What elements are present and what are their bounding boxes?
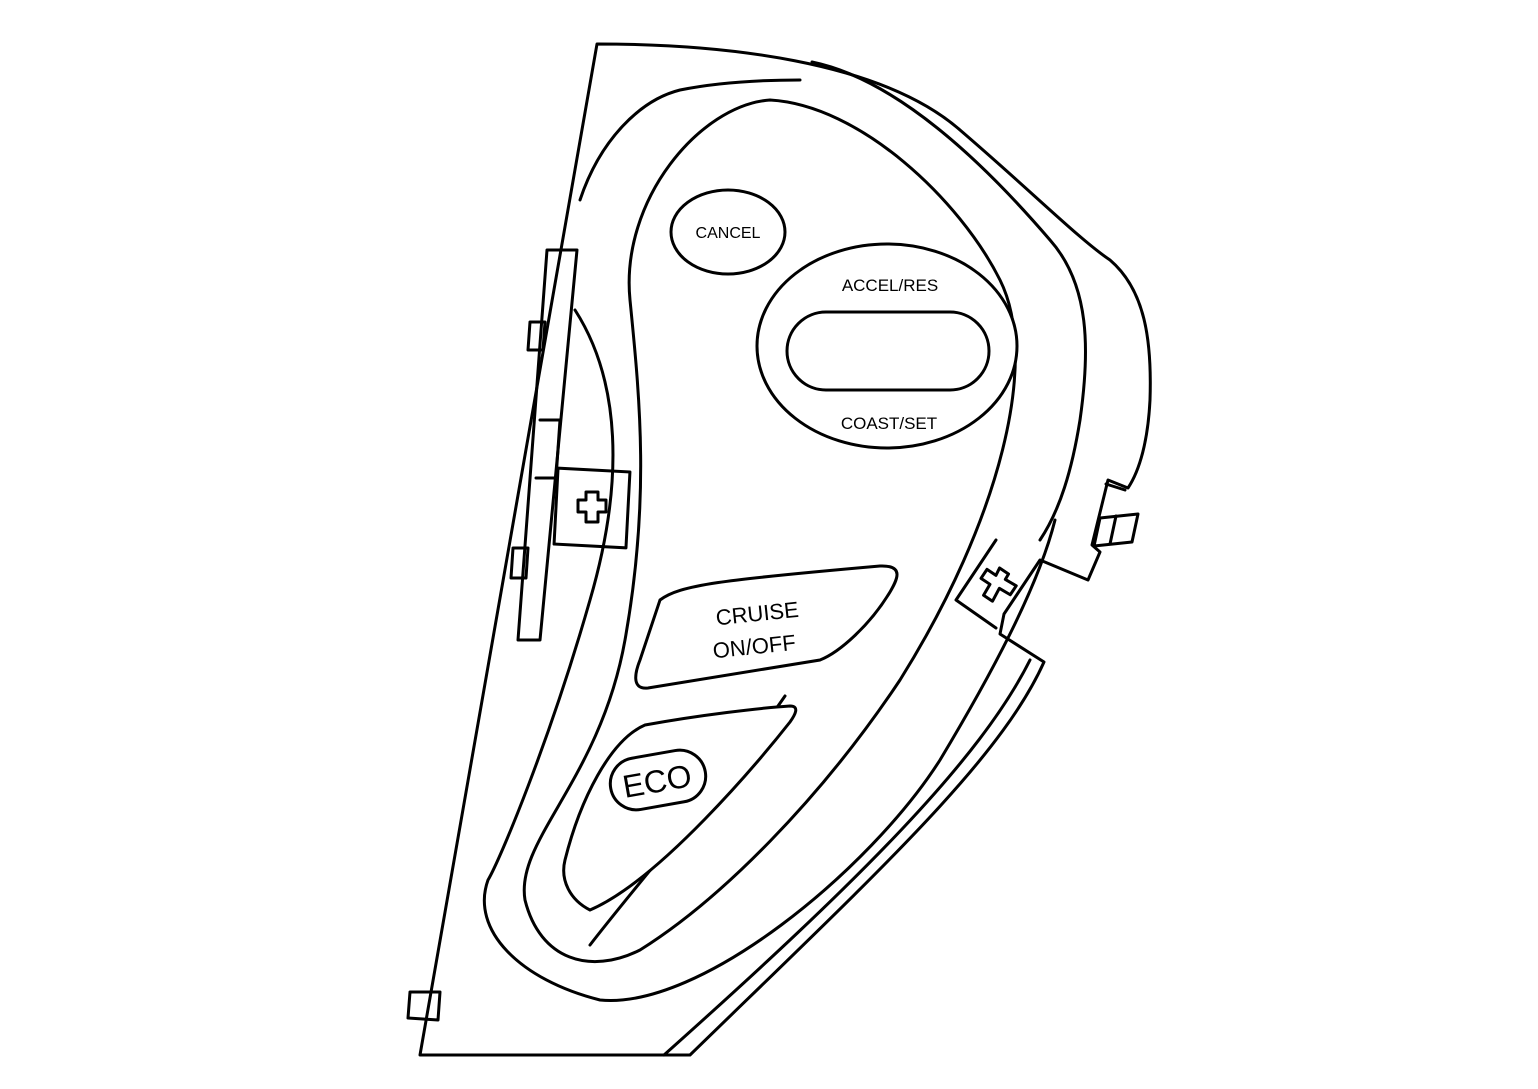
coast-set-label: COAST/SET: [841, 414, 937, 433]
left-plus-mark: [552, 466, 632, 550]
eco-button[interactable]: ECO: [606, 746, 710, 814]
bezel-surface: [482, 78, 1057, 1002]
cancel-button-label: CANCEL: [696, 225, 761, 242]
accel-coast-rocker[interactable]: ACCEL/RES COAST/SET: [755, 242, 1019, 450]
rocker-center-pad[interactable]: [785, 310, 991, 392]
left-mount-tabs: [406, 248, 579, 1022]
cruise-on-off-button[interactable]: CRUISE ON/OFF: [634, 564, 899, 690]
plus-mark-icon: [576, 490, 608, 524]
right-plus-mark: [954, 538, 1018, 630]
eco-button-pad[interactable]: ECO: [562, 704, 798, 912]
switch-housing: [418, 42, 1152, 1057]
cancel-button[interactable]: CANCEL: [669, 188, 787, 276]
accel-res-label: ACCEL/RES: [842, 276, 938, 295]
right-mount-tabs: [1092, 482, 1140, 548]
plus-mark-icon: [979, 566, 1018, 603]
